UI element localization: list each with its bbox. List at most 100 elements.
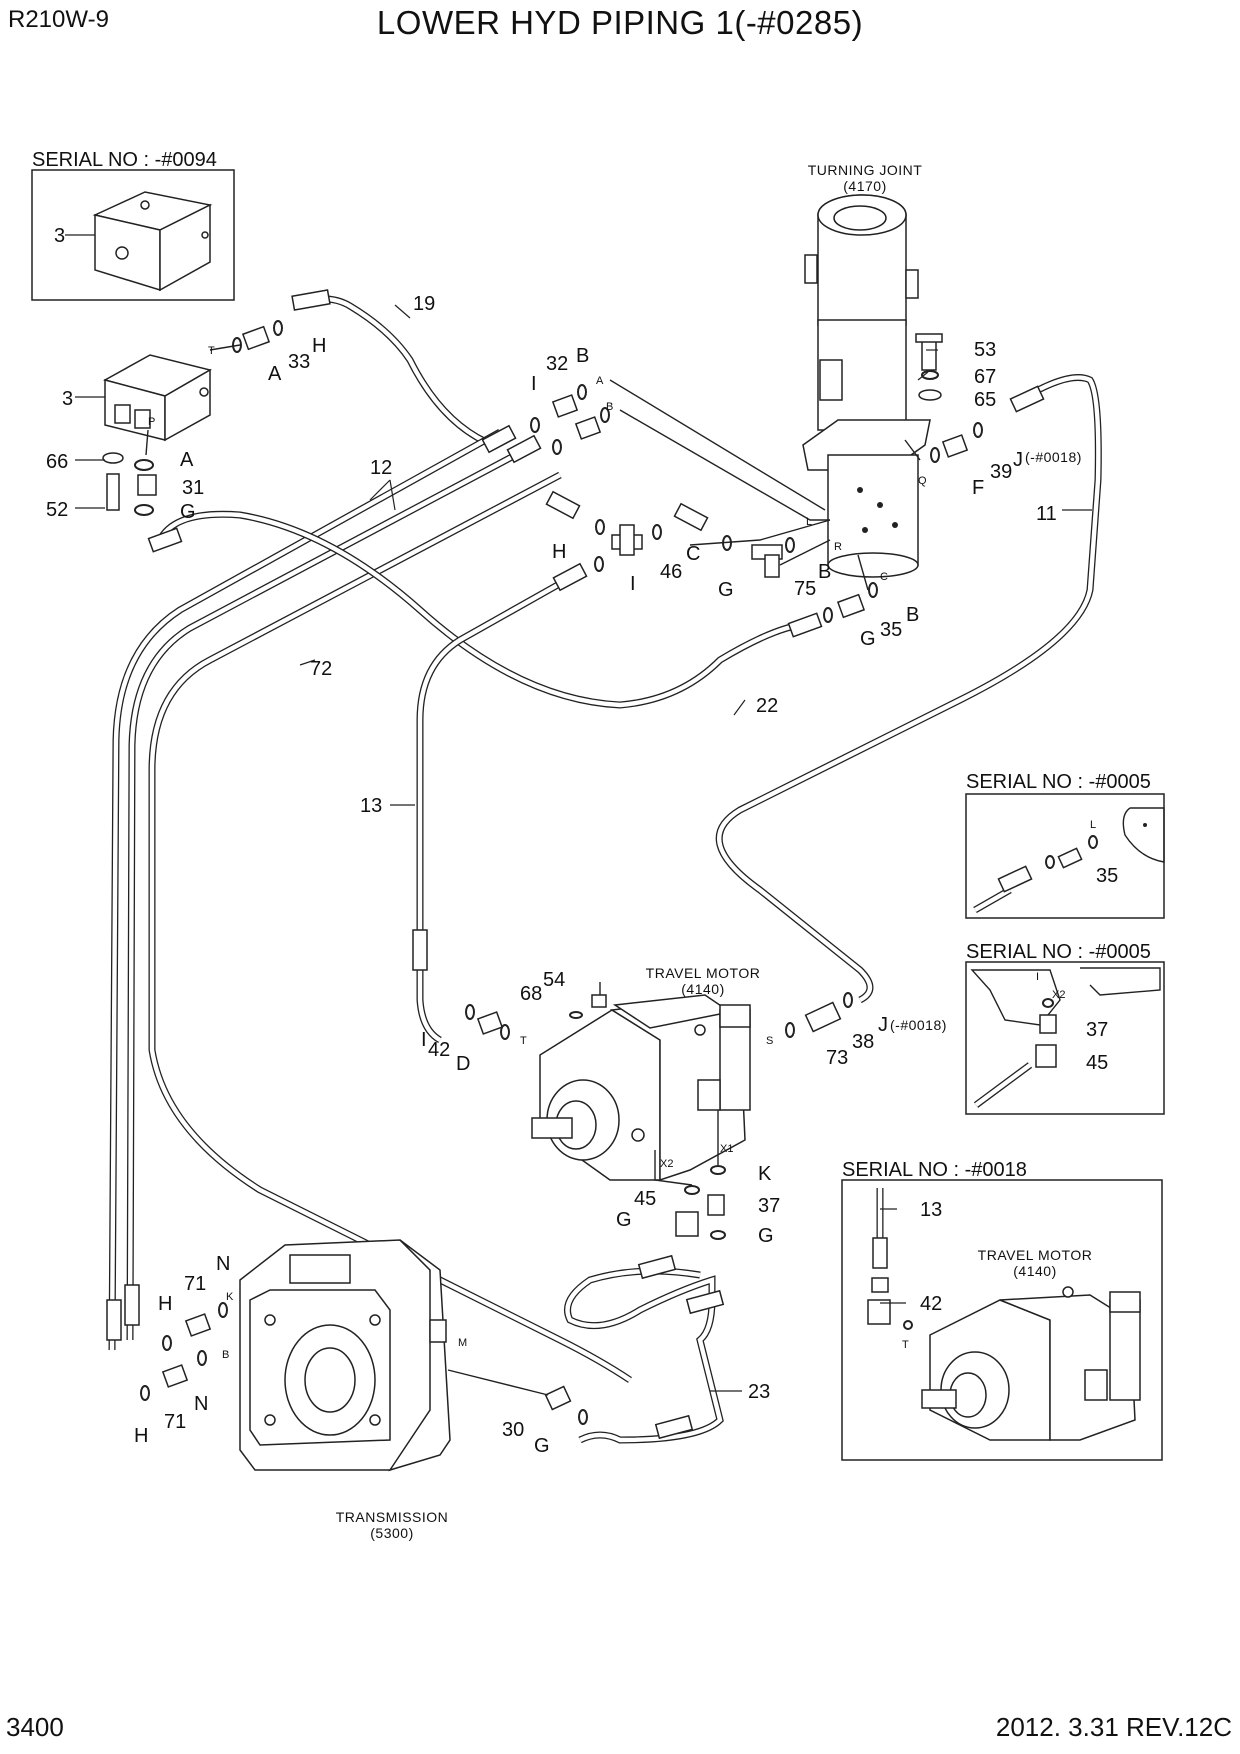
callout: 71: [164, 1411, 186, 1433]
callout: 13: [920, 1199, 942, 1221]
callout: A: [180, 449, 194, 471]
hose-group: [106, 289, 1102, 1444]
inset-a-parts: [973, 807, 1165, 914]
callout: 71: [184, 1273, 206, 1295]
inset-serial-0018: [841, 1179, 1163, 1461]
callout: 54: [543, 969, 565, 991]
callout: 42: [920, 1293, 942, 1315]
callout: 66: [46, 451, 68, 473]
valve-block: [103, 354, 212, 442]
transmission-name: TRANSMISSION: [336, 1509, 449, 1525]
inset-titles: SERIAL NO : -#0094 SERIAL NO : -#0005 SE…: [32, 149, 1151, 1181]
inset-serial-0094: [31, 169, 235, 301]
callout: B: [222, 1349, 229, 1361]
callout: C: [686, 543, 700, 565]
callout: 45: [634, 1188, 656, 1210]
callout: 67: [974, 366, 996, 388]
callout: (-#0018): [890, 1017, 947, 1033]
callout: 73: [826, 1047, 848, 1069]
inset-title-0018: SERIAL NO : -#0018: [842, 1159, 1027, 1181]
callout: 19: [413, 293, 435, 315]
inset-title-0094: SERIAL NO : -#0094: [32, 149, 217, 171]
model-number: R210W-9: [8, 6, 109, 33]
callout: A: [596, 375, 604, 387]
callout: H: [134, 1425, 148, 1447]
leader-lines: [65, 234, 1092, 1396]
transmission-code: (5300): [370, 1525, 413, 1541]
callout: H: [158, 1293, 172, 1315]
callout: D: [456, 1053, 470, 1075]
callout: N: [194, 1393, 208, 1415]
page-number: 3400: [6, 1712, 64, 1742]
callout: G: [860, 628, 876, 650]
callout: 37: [1086, 1019, 1108, 1041]
component-labels: TURNING JOINT (4170) TRAVEL MOTOR (4140)…: [336, 162, 1093, 1541]
callout: J: [1013, 449, 1023, 471]
turning-joint-code: (4170): [843, 178, 886, 194]
callout: 35: [880, 619, 902, 641]
callout: C: [880, 571, 888, 583]
callout: S: [766, 1035, 773, 1047]
callout: T: [902, 1339, 909, 1351]
callout: 22: [756, 695, 778, 717]
callout: I: [1036, 971, 1039, 983]
travel-motor-code: (4140): [681, 981, 724, 997]
callout: 33: [288, 351, 310, 373]
inset-title-0005-a: SERIAL NO : -#0005: [966, 771, 1151, 793]
callout: R: [834, 541, 842, 553]
callout: 32: [546, 353, 568, 375]
callout: X2: [1052, 989, 1065, 1001]
callout: G: [718, 579, 734, 601]
callout: 46: [660, 561, 682, 583]
callout: T: [208, 345, 215, 357]
callout: 38: [852, 1031, 874, 1053]
inset-travel-motor: [867, 1188, 1141, 1441]
turning-joint: [802, 194, 931, 578]
callout: K: [758, 1163, 772, 1185]
callout: (-#0018): [1025, 449, 1082, 465]
callout: B: [606, 401, 613, 413]
callout: B: [906, 604, 919, 626]
travel-motor-name: TRAVEL MOTOR: [646, 965, 761, 981]
callout: 30: [502, 1419, 524, 1441]
callout: 11: [1036, 503, 1057, 525]
callout: 53: [974, 339, 996, 361]
callout: G: [758, 1225, 774, 1247]
callout: 52: [46, 499, 68, 521]
turning-joint-name: TURNING JOINT: [808, 162, 923, 178]
callout: X1: [720, 1143, 733, 1155]
callout: B: [818, 561, 831, 583]
callout: 3: [54, 225, 65, 247]
callout: I: [421, 1029, 427, 1051]
inset-title-0005-b: SERIAL NO : -#0005: [966, 941, 1151, 963]
callout: Q: [918, 475, 927, 487]
callout: L: [806, 516, 812, 528]
callout: L: [1090, 819, 1096, 831]
valve-block-inset: [92, 191, 213, 292]
callout: J: [878, 1014, 888, 1036]
callout: 45: [1086, 1052, 1108, 1074]
callout: 3: [62, 388, 73, 410]
part-callouts: 3 3 19 33 H A T P 66 A 31 52 G 12 32 B I…: [46, 225, 1118, 1457]
callout: 75: [794, 578, 816, 600]
callout: 31: [182, 477, 204, 499]
callout: P: [148, 416, 155, 428]
callout: I: [630, 573, 636, 595]
inset-travel-motor-name: TRAVEL MOTOR: [978, 1247, 1093, 1263]
callout: T: [520, 1035, 527, 1047]
revision-date: 2012. 3.31 REV.12C: [995, 1712, 1232, 1742]
callout: B: [576, 345, 589, 367]
callout: 12: [370, 457, 392, 479]
callout: H: [552, 541, 566, 563]
callout: 37: [758, 1195, 780, 1217]
callout: 65: [974, 389, 996, 411]
callout: G: [616, 1209, 632, 1231]
callout: H: [312, 335, 326, 357]
transmission: [239, 1239, 451, 1472]
callout: F: [972, 477, 984, 499]
callout: N: [216, 1253, 230, 1275]
page-title: LOWER HYD PIPING 1(-#0285): [376, 4, 864, 41]
callout: I: [531, 373, 537, 395]
inset-travel-motor-code: (4140): [1013, 1263, 1056, 1279]
